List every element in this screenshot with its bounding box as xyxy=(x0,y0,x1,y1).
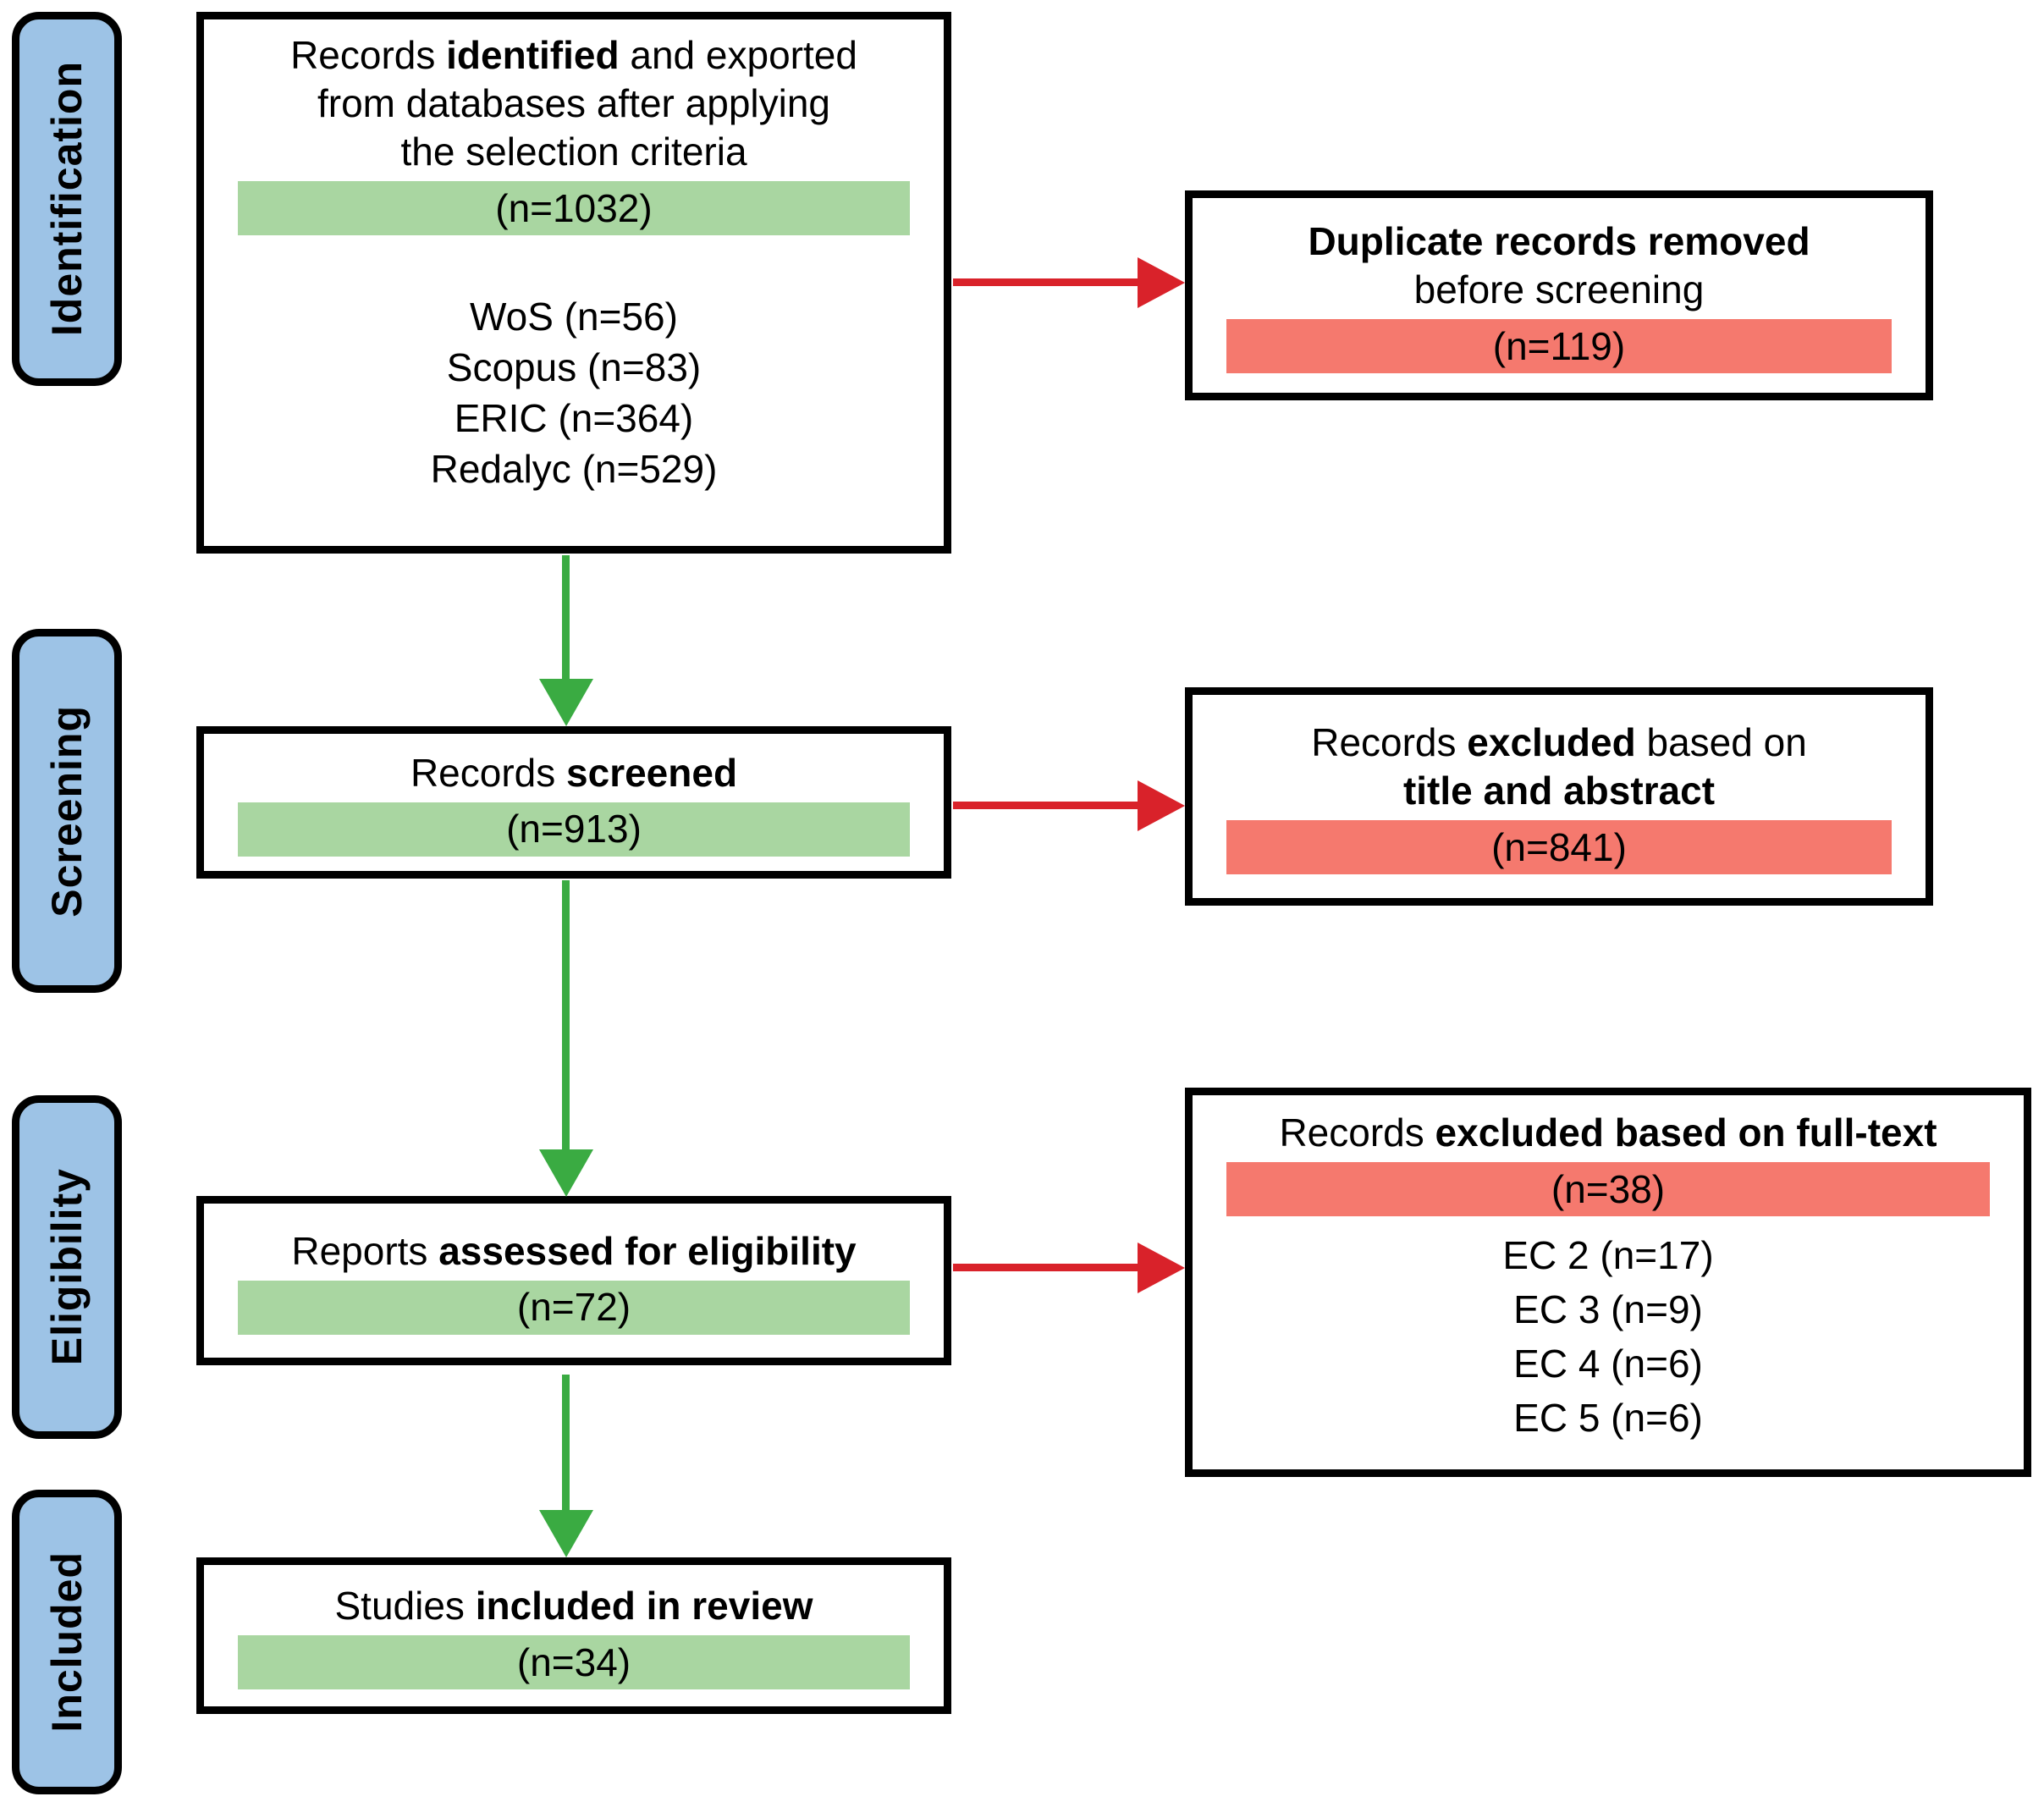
excluded-title-abstract-count-bar: (n=841) xyxy=(1226,820,1892,874)
excluded-fulltext-box: Records excluded based on full-text (n=3… xyxy=(1185,1088,2031,1477)
reports-assessed-box: Reports assessed for eligibility (n=72) xyxy=(196,1196,951,1365)
duplicates-removed-count: (n=119) xyxy=(1492,323,1626,368)
arrow-identified-to-screened xyxy=(562,555,570,681)
reports-assessed-title: Reports assessed for eligibility xyxy=(291,1228,857,1273)
records-screened-count-bar: (n=913) xyxy=(238,802,910,857)
studies-included-title: Studies included in review xyxy=(334,1584,813,1628)
stage-label-included-text: Included xyxy=(43,1551,91,1733)
database-source-counts: WoS (n=56)Scopus (n=83)ERIC (n=364)Redal… xyxy=(430,295,718,491)
records-identified-count-bar: (n=1032) xyxy=(238,181,910,235)
records-screened-count: (n=913) xyxy=(506,807,642,851)
stage-label-screening-text: Screening xyxy=(43,704,91,918)
arrow-assessed-to-excluded-fulltext xyxy=(953,1264,1139,1271)
exclusion-criteria-counts: EC 2 (n=17)EC 3 (n=9)EC 4 (n=6)EC 5 (n=6… xyxy=(1502,1233,1714,1440)
reports-assessed-count-bar: (n=72) xyxy=(238,1280,910,1335)
records-screened-title: Records screened xyxy=(410,750,738,795)
records-identified-count: (n=1032) xyxy=(495,185,653,230)
duplicates-removed-count-bar: (n=119) xyxy=(1226,319,1892,373)
records-screened-box: Records screened (n=913) xyxy=(196,726,951,879)
studies-included-box: Studies included in review (n=34) xyxy=(196,1557,951,1714)
excluded-fulltext-title: Records excluded based on full-text xyxy=(1279,1110,1937,1154)
arrow-screened-to-assessed xyxy=(562,880,570,1151)
excluded-title-abstract-count: (n=841) xyxy=(1491,824,1627,869)
excluded-fulltext-count: (n=38) xyxy=(1551,1166,1666,1211)
stage-label-screening: Screening xyxy=(12,629,122,993)
arrow-identified-to-duplicates xyxy=(953,278,1139,286)
stage-label-eligibility-text: Eligibility xyxy=(43,1168,91,1366)
excluded-fulltext-count-bar: (n=38) xyxy=(1226,1162,1990,1216)
studies-included-count-bar: (n=34) xyxy=(238,1635,910,1689)
studies-included-count: (n=34) xyxy=(516,1639,631,1684)
reports-assessed-count: (n=72) xyxy=(516,1285,631,1329)
stage-label-eligibility: Eligibility xyxy=(12,1095,122,1439)
stage-label-identification: Identification xyxy=(12,12,122,386)
arrow-assessed-to-included xyxy=(562,1375,570,1512)
stage-label-identification-text: Identification xyxy=(43,61,91,337)
stage-label-included: Included xyxy=(12,1490,122,1794)
arrow-screened-to-excluded xyxy=(953,802,1139,809)
